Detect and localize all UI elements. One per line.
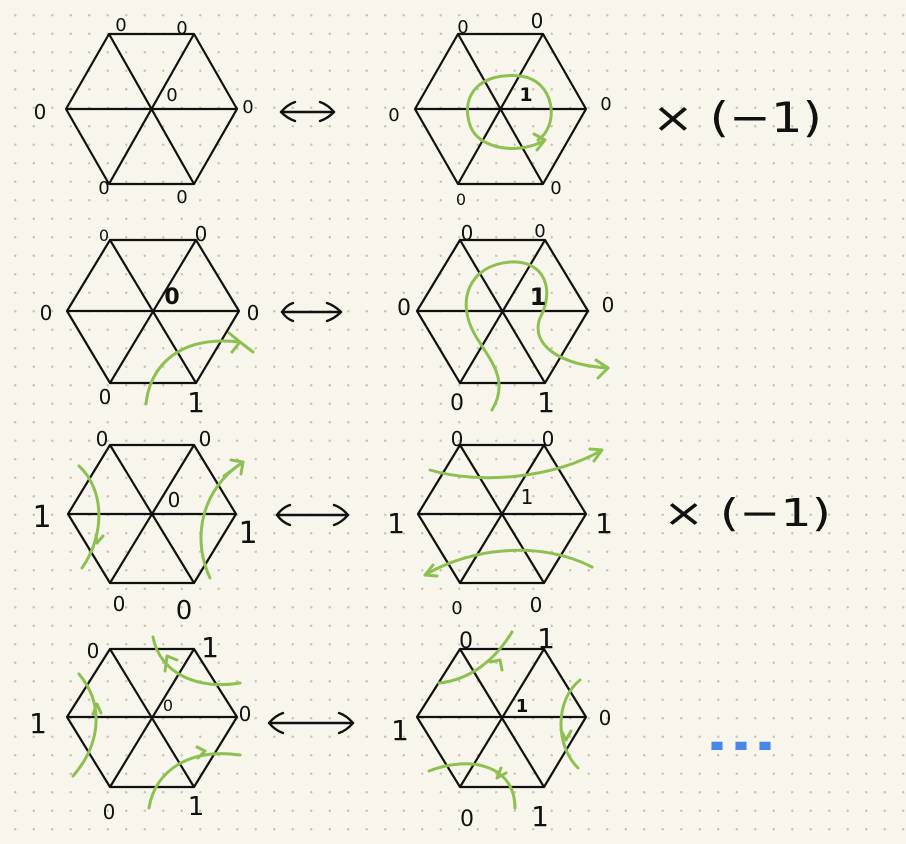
vertex-label-left: 0 bbox=[40, 301, 53, 325]
vertex-label-center: 1 bbox=[530, 283, 547, 311]
double-arrow bbox=[279, 100, 336, 123]
row-1-right-hexagon: 1 0 0 0 0 0 0 bbox=[388, 9, 611, 209]
vertex-label-bottom-left: 0 bbox=[460, 807, 474, 832]
vertex-label-bottom-right: 1 bbox=[187, 386, 205, 419]
crossing-curve bbox=[427, 762, 517, 810]
vertex-label-top-right: 1 bbox=[537, 622, 555, 655]
vertex-label-left: 1 bbox=[29, 707, 47, 740]
vertex-label-top-right: 1 bbox=[201, 631, 219, 664]
crossing-curve bbox=[559, 678, 582, 770]
double-arrow bbox=[275, 503, 350, 527]
vertex-label-top-left: 0 bbox=[87, 639, 100, 663]
vertex-label-top-right: 0 bbox=[534, 221, 545, 242]
crossing-curve bbox=[423, 548, 594, 578]
loop-curve bbox=[465, 74, 553, 152]
vertex-label-top-right: 0 bbox=[176, 18, 187, 39]
vertex-label-right: 0 bbox=[247, 301, 260, 325]
hexagon-diagonal bbox=[109, 239, 197, 384]
row-2-left-hexagon: 0 0 0 0 1 0 0 bbox=[40, 222, 260, 419]
vertex-label-bottom-left: 0 bbox=[98, 178, 109, 199]
vertex-label-top-right: 0 bbox=[195, 222, 208, 246]
sign-factor: × (−1) bbox=[663, 491, 831, 535]
vertex-label-top-left: 0 bbox=[457, 17, 468, 38]
row-2: 0 0 0 0 1 0 0 1 0 0 0 1 0 0 bbox=[40, 221, 615, 419]
sign-factor: × (−1) bbox=[652, 93, 822, 142]
double-arrow bbox=[280, 301, 343, 323]
vertex-label-top-left: 0 bbox=[115, 15, 126, 36]
hexagon-diagonal bbox=[109, 648, 195, 788]
vertex-label-left: 0 bbox=[397, 296, 411, 321]
vertex-label-top-right: 0 bbox=[199, 427, 212, 451]
vertex-label-center: 1 bbox=[521, 485, 534, 509]
vertex-label-bottom-left: 0 bbox=[113, 592, 126, 616]
vertex-label-bottom-right: 1 bbox=[188, 792, 205, 822]
vertex-label-top-left: 0 bbox=[96, 427, 109, 451]
vertex-label-right: 0 bbox=[599, 706, 612, 730]
crossing-curve bbox=[151, 635, 242, 687]
vertex-label-right: 0 bbox=[600, 94, 611, 115]
vertex-label-bottom-right: 1 bbox=[531, 800, 549, 833]
vertex-label-center: 1 bbox=[516, 696, 529, 717]
crossing-curve bbox=[428, 447, 604, 480]
vertex-label-bottom-left: 0 bbox=[451, 598, 462, 619]
vertex-label-center: 0 bbox=[166, 85, 177, 106]
vertex-label-bottom-right: 0 bbox=[530, 593, 543, 617]
row-2-right-hexagon: 1 0 0 0 1 0 0 bbox=[397, 221, 614, 419]
vertex-label-right: 0 bbox=[602, 293, 615, 317]
vertex-label-bottom-right: 0 bbox=[550, 178, 561, 199]
crossing-curve bbox=[147, 745, 242, 810]
row-1-left-hexagon: 0 0 0 0 0 0 0 bbox=[34, 15, 254, 208]
vertex-label-left: 0 bbox=[388, 105, 399, 126]
vertex-label-top-left: 0 bbox=[99, 226, 109, 245]
hexagon-diagonal bbox=[459, 444, 545, 584]
vertex-label-right: 1 bbox=[238, 516, 257, 551]
vertex-label-bottom-left: 0 bbox=[450, 391, 464, 416]
crossing-curve bbox=[464, 260, 610, 412]
vertex-label-center: 0 bbox=[164, 285, 179, 310]
vertex-label-left: 1 bbox=[391, 714, 409, 747]
continuation-ellipsis: ... bbox=[705, 710, 777, 761]
hexagon-diagonal bbox=[109, 444, 195, 584]
crossing-curve bbox=[71, 672, 103, 778]
vertex-label-left: 0 bbox=[34, 100, 47, 124]
vertex-label-left: 1 bbox=[32, 500, 51, 535]
vertex-label-left: 1 bbox=[387, 507, 405, 540]
vertex-label-top-left: 0 bbox=[461, 221, 474, 245]
vertex-label-right: 1 bbox=[595, 507, 613, 540]
crossing-curve bbox=[199, 458, 245, 580]
hexagon-diagonal bbox=[459, 239, 546, 384]
vertex-label-bottom-left: 0 bbox=[456, 190, 466, 209]
hexagon-diagonal bbox=[108, 33, 195, 185]
vertex-label-bottom-left: 0 bbox=[99, 385, 112, 409]
vertex-label-bottom-right: 0 bbox=[176, 187, 187, 208]
vertex-label-bottom-right: 1 bbox=[537, 386, 555, 419]
vertex-label-top-right: 0 bbox=[542, 427, 555, 451]
double-arrow bbox=[267, 711, 355, 735]
vertex-label-top-right: 0 bbox=[531, 9, 544, 33]
vertex-label-right: 0 bbox=[242, 97, 253, 118]
vertex-label-right: 0 bbox=[239, 702, 252, 726]
vertex-label-top-left: 0 bbox=[459, 629, 473, 654]
row-3: 0 0 0 1 0 0 1 1 0 0 1 0 0 bbox=[32, 427, 831, 626]
crossing-curve bbox=[437, 630, 514, 685]
row-3-left-hexagon: 0 0 0 1 0 0 1 bbox=[32, 427, 257, 626]
hexagon-diagonal bbox=[457, 33, 544, 185]
row-4: 0 0 1 0 1 0 1 1 0 1 0 1 bbox=[29, 622, 777, 833]
vertex-label-center: 0 bbox=[168, 488, 181, 512]
vertex-label-top-left: 0 bbox=[451, 427, 464, 451]
vertex-label-bottom-right: 0 bbox=[176, 596, 193, 626]
vertex-label-bottom-left: 0 bbox=[103, 800, 116, 824]
row-4-left-hexagon: 0 0 1 0 1 0 1 bbox=[29, 631, 251, 824]
crossing-curve bbox=[144, 331, 255, 406]
crossing-curve bbox=[77, 464, 105, 570]
vertex-label-center: 0 bbox=[163, 696, 173, 715]
row-4-right-hexagon: 1 0 1 0 1 0 1 bbox=[391, 622, 611, 833]
row-3-right-hexagon: 1 0 0 1 0 0 1 bbox=[387, 427, 613, 619]
row-1: 0 0 0 0 0 0 0 1 0 0 0 0 0 0 bbox=[34, 9, 822, 209]
vertex-label-center: 1 bbox=[519, 84, 532, 106]
